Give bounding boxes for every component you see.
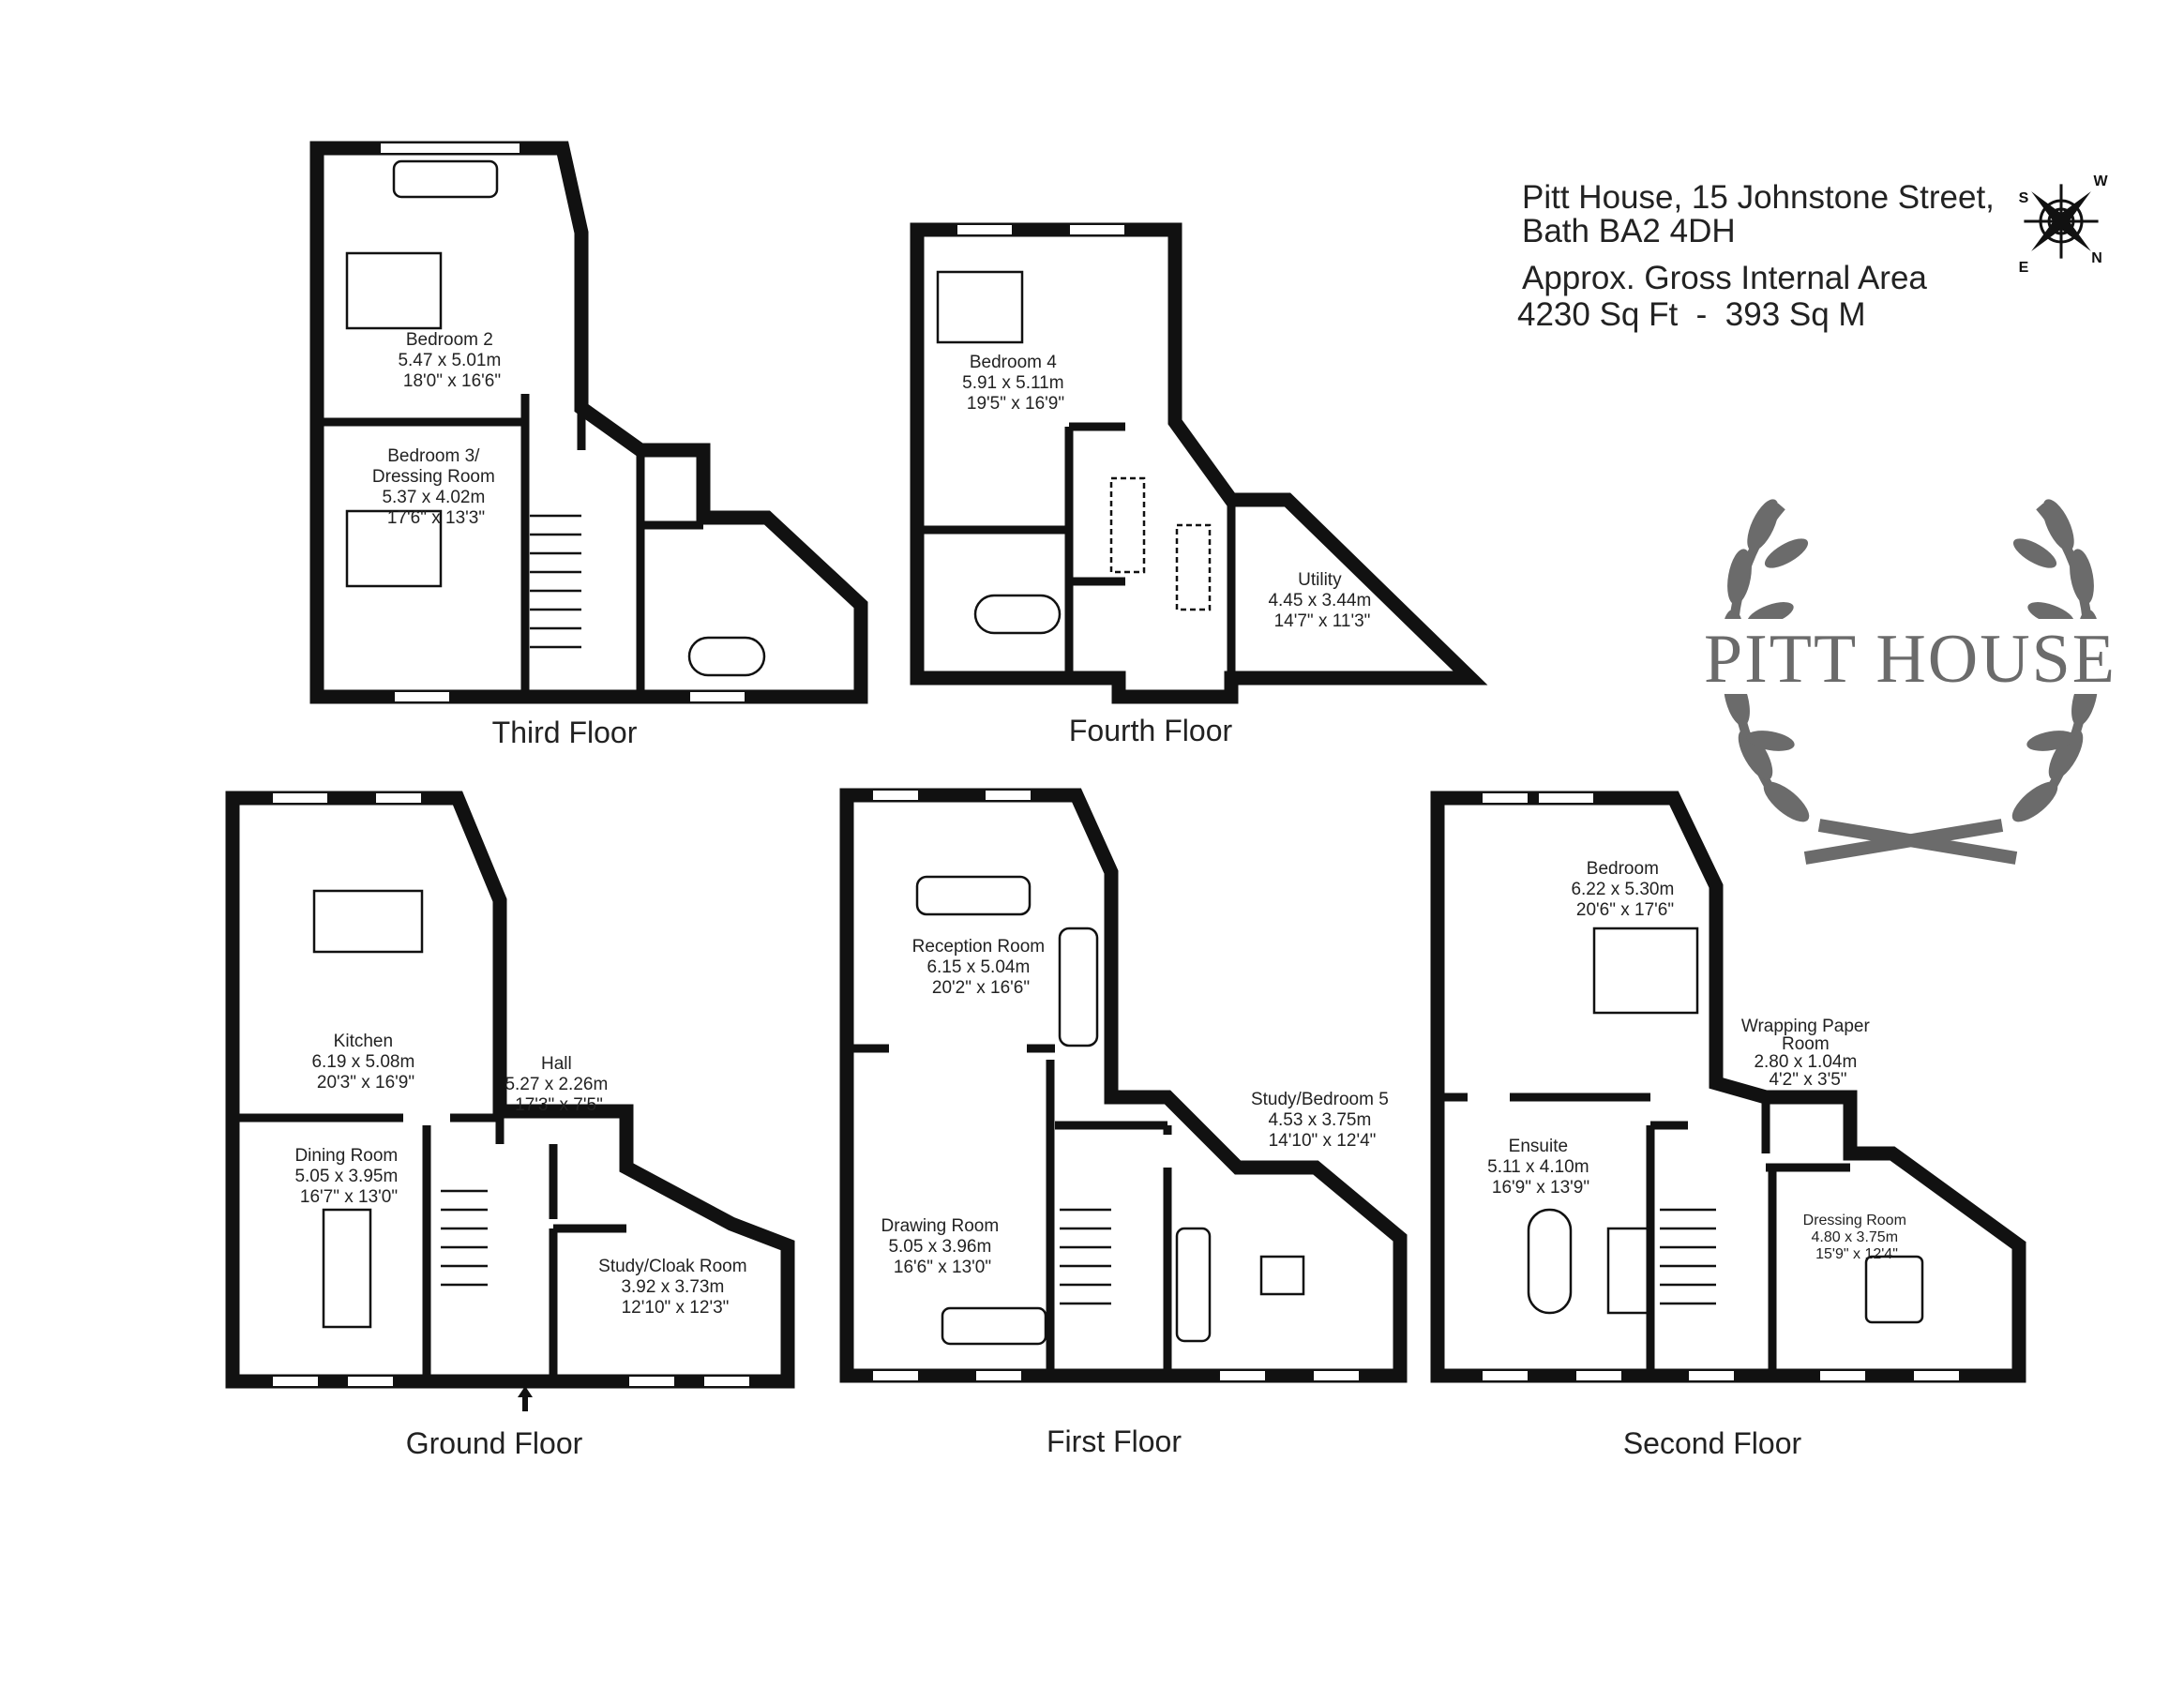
compass-label-e: E bbox=[2019, 260, 2029, 276]
floor-title-third: Third Floor bbox=[492, 716, 638, 749]
ground-floor-plan: Kitchen 6.19 x 5.08m 20'3" x 16'9" Hall … bbox=[225, 791, 795, 1460]
address-line-1: Pitt House, 15 Johnstone Street, bbox=[1522, 179, 1995, 216]
room-label-study-cloak-room: Study/Cloak Room 3.92 x 3.73m 12'10" x 1… bbox=[598, 1257, 752, 1318]
entrance-arrow-icon bbox=[518, 1386, 533, 1411]
logo-text: PITT HOUSE bbox=[1704, 621, 2116, 698]
floor-title-second: Second Floor bbox=[1623, 1426, 1802, 1460]
pitt-house-logo: PITT HOUSE bbox=[1702, 499, 2119, 865]
first-floor-plan: Reception Room 6.15 x 5.04m 20'2" x 16'6… bbox=[839, 788, 1408, 1458]
floor-title-first: First Floor bbox=[1047, 1424, 1182, 1458]
fourth-floor-plan: Bedroom 4 5.91 x 5.11m 19'5" x 16'9" Uti… bbox=[910, 222, 1488, 747]
property-header: Pitt House, 15 Johnstone Street, Bath BA… bbox=[1517, 179, 1995, 333]
room-label-bedroom-3: Bedroom 3/ Dressing Room 5.37 x 4.02m 17… bbox=[372, 446, 500, 528]
floor-title-fourth: Fourth Floor bbox=[1069, 714, 1233, 747]
third-floor-plan: Bedroom 2 5.47 x 5.01m 18'0" x 16'6" Bed… bbox=[309, 141, 868, 749]
room-label-bedroom: Bedroom 6.22 x 5.30m 20'6" x 17'6" bbox=[1571, 859, 1679, 920]
area-label: Approx. Gross Internal Area bbox=[1522, 260, 1927, 296]
room-label-study-bedroom-5: Study/Bedroom 5 4.53 x 3.75m 14'10" x 12… bbox=[1251, 1090, 1393, 1151]
room-label-utility: Utility 4.45 x 3.44m 14'7" x 11'3" bbox=[1268, 570, 1376, 631]
room-label-ensuite: Ensuite 5.11 x 4.10m 16'9" x 13'9" bbox=[1487, 1137, 1594, 1198]
compass-label-s: S bbox=[2019, 190, 2029, 206]
room-label-bedroom-2: Bedroom 2 5.47 x 5.01m 18'0" x 16'6" bbox=[398, 330, 505, 391]
second-floor-plan: Bedroom 6.22 x 5.30m 20'6" x 17'6" Wrapp… bbox=[1430, 791, 2026, 1460]
room-label-dining-room: Dining Room 5.05 x 3.95m 16'7" x 13'0" bbox=[294, 1146, 402, 1207]
room-label-hall: Hall 5.27 x 2.26m 17'3" x 7'5" bbox=[505, 1054, 612, 1115]
room-label-kitchen: Kitchen 6.19 x 5.08m 20'3" x 16'9" bbox=[311, 1032, 419, 1093]
compass-label-n: N bbox=[2091, 250, 2102, 266]
floor-title-ground: Ground Floor bbox=[406, 1426, 583, 1460]
room-label-bedroom-4: Bedroom 4 5.91 x 5.11m 19'5" x 16'9" bbox=[962, 353, 1069, 414]
area-value: 4230 Sq Ft - 393 Sq M bbox=[1517, 296, 1866, 333]
compass-rose-icon bbox=[2024, 184, 2099, 259]
room-label-dressing-room: Dressing Room 4.80 x 3.75m 15'9" x 12'4" bbox=[1803, 1213, 1911, 1262]
room-label-reception-room: Reception Room 6.15 x 5.04m 20'2" x 16'6… bbox=[912, 937, 1050, 998]
room-label-drawing-room: Drawing Room 5.05 x 3.96m 16'6" x 13'0" bbox=[881, 1216, 1004, 1277]
address-line-2: Bath BA2 4DH bbox=[1522, 213, 1736, 249]
compass-label-w: W bbox=[2093, 173, 2108, 189]
room-label-wrapping-paper-room: Wrapping Paper Room 2.80 x 1.04m 4'2" x … bbox=[1741, 1017, 1875, 1090]
